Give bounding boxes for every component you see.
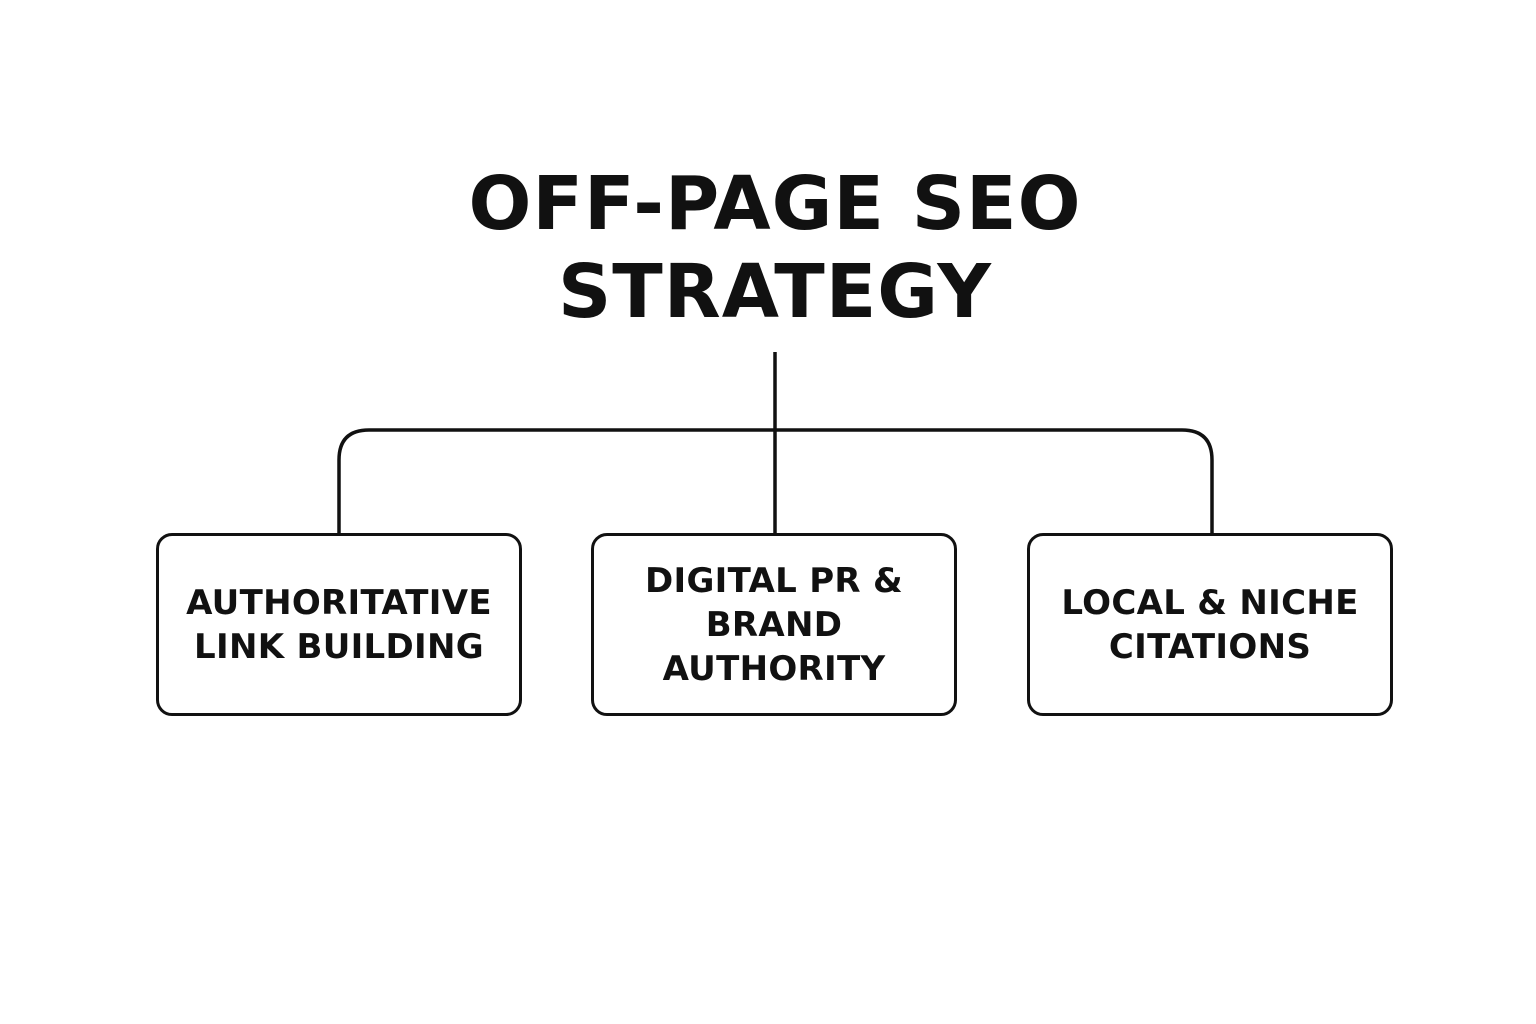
node-digital-pr-brand-authority: DIGITAL PR & BRAND AUTHORITY [591,533,957,716]
node-label-line-1: DIGITAL PR & [645,560,903,601]
diagram-title-line-1: OFF-PAGE SEO [468,161,1082,247]
node-local-niche-citations: LOCAL & NICHE CITATIONS [1027,533,1393,716]
diagram-title-line-2: STRATEGY [557,249,992,335]
node-label-line-1: AUTHORITATIVE [186,582,492,623]
node-label: AUTHORITATIVE LINK BUILDING [186,581,492,669]
diagram-title: OFF-PAGE SEO STRATEGY [0,160,1536,336]
node-authoritative-link-building: AUTHORITATIVE LINK BUILDING [156,533,522,716]
node-label: DIGITAL PR & BRAND AUTHORITY [594,559,954,691]
node-label-line-2: LINK BUILDING [194,626,484,667]
branch-connector [337,428,1214,533]
node-label: LOCAL & NICHE CITATIONS [1061,581,1358,669]
node-label-line-1: LOCAL & NICHE [1061,582,1359,623]
node-label-line-2: CITATIONS [1108,626,1312,667]
node-label-line-2: BRAND AUTHORITY [662,604,886,689]
